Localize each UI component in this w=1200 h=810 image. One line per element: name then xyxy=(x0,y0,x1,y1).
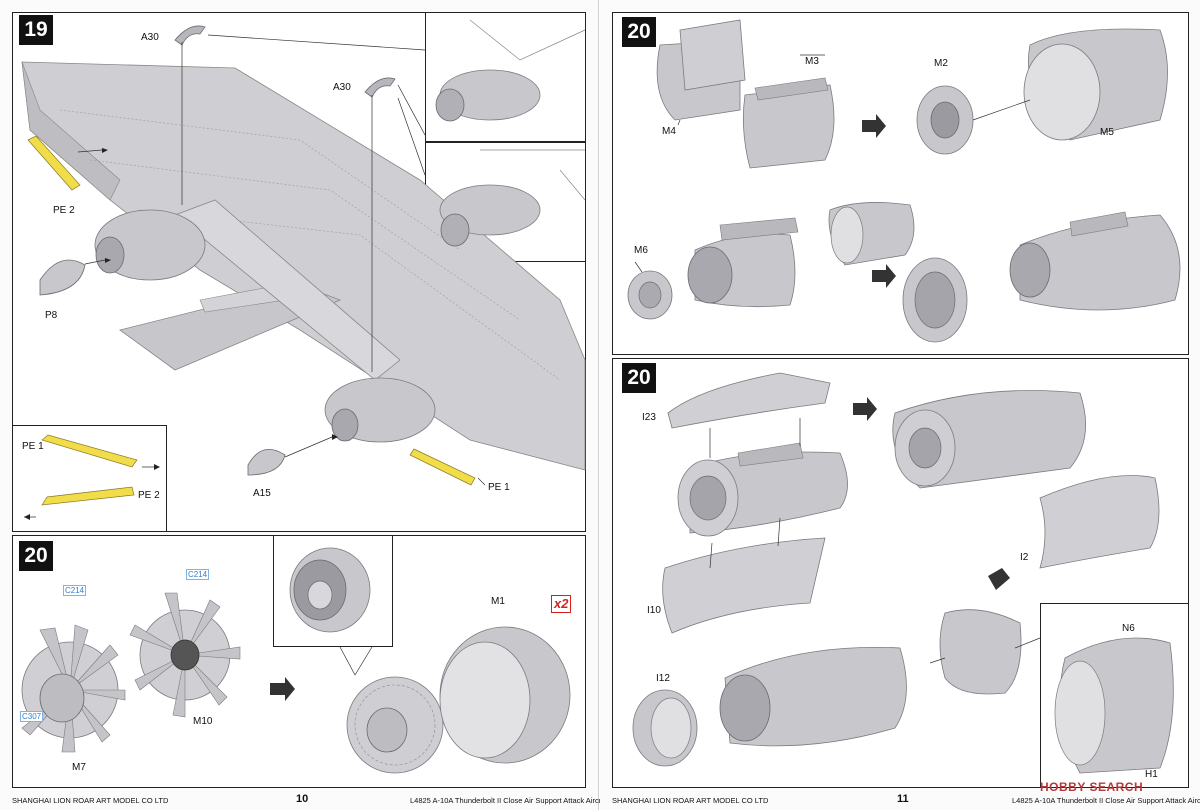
label-m3: M3 xyxy=(805,56,819,67)
callout-c307: C307 xyxy=(20,711,44,722)
page-number-left: 10 xyxy=(296,793,309,805)
label-n6: N6 xyxy=(1122,623,1135,634)
page-number-right: 11 xyxy=(897,793,909,805)
label-a15: A15 xyxy=(253,488,271,499)
label-h1: H1 xyxy=(1145,769,1158,780)
photo-etch-parts xyxy=(24,434,160,520)
footer-company-right: SHANGHAI LION ROAR ART MODEL CO LTD xyxy=(612,796,769,805)
label-i2: I2 xyxy=(1020,552,1029,563)
label-a30-top: A30 xyxy=(141,32,159,43)
step-19-number: 19 xyxy=(19,15,53,45)
footer-model-left: L4825 A-10A Thunderbolt II Close Air Sup… xyxy=(410,796,610,805)
step-20-number-left: 20 xyxy=(19,541,53,571)
footer-company-left: SHANGHAI LION ROAR ART MODEL CO LTD xyxy=(12,796,169,805)
step-20a-number: 20 xyxy=(622,17,656,47)
inset-label-pe1: PE 1 xyxy=(22,441,44,452)
label-m5: M5 xyxy=(1100,127,1114,138)
label-m7: M7 xyxy=(72,762,86,773)
label-i10: I10 xyxy=(647,605,661,616)
label-pe2: PE 2 xyxy=(53,205,75,216)
label-m2: M2 xyxy=(934,58,948,69)
label-m10: M10 xyxy=(193,716,213,727)
engine-fan-illustration xyxy=(21,547,571,774)
label-m6: M6 xyxy=(634,245,648,256)
callout-c214-left: C214 xyxy=(63,585,87,596)
label-i12: I12 xyxy=(656,673,670,684)
instruction-page-right: 20 xyxy=(600,0,1200,810)
label-pe1: PE 1 xyxy=(488,482,510,493)
hobby-search-watermark: HOBBY SEARCH xyxy=(1040,780,1144,794)
step-20b-number: 20 xyxy=(622,363,656,393)
photo-etch-inset xyxy=(12,425,167,532)
label-p8: P8 xyxy=(45,310,58,321)
label-m4: M4 xyxy=(662,126,676,137)
label-a30-right: A30 xyxy=(333,82,351,93)
footer-model-right: L4825 A-10A Thunderbolt II Close Air Sup… xyxy=(1012,796,1200,805)
instruction-page-left: 19 xyxy=(0,0,610,810)
callout-c214-right: C214 xyxy=(186,569,210,580)
quantity-x2-badge: x2 xyxy=(551,595,572,613)
label-m1: M1 xyxy=(491,596,505,607)
inset-label-pe2: PE 2 xyxy=(138,490,160,501)
engine-nacelle-illustration xyxy=(632,372,1174,774)
label-i23: I23 xyxy=(642,412,656,423)
wing-assembly-illustration xyxy=(21,19,586,486)
engine-casing-illustration xyxy=(627,19,1181,343)
